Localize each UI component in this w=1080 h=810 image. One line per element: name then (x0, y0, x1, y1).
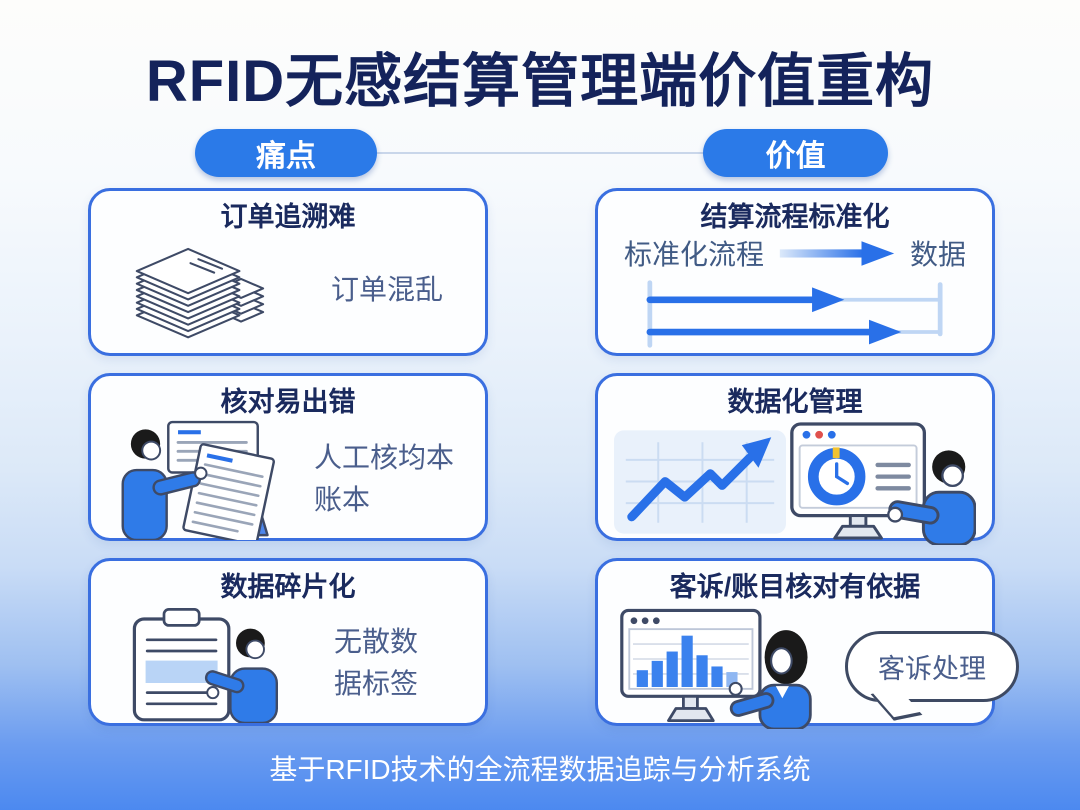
card-body: 标准化流程 数据 (614, 233, 976, 351)
speech-bubble: 客诉处理 (845, 630, 1019, 702)
clipboard-person-icon (120, 603, 288, 724)
card-body: 订单混乱 (93, 233, 483, 347)
card-title: 核对易出错 (220, 387, 356, 417)
card-title: 结算流程标准化 (700, 202, 890, 232)
caption-line: 人工核均本 (314, 442, 455, 474)
value-card-data-management: 数据化管理 (595, 373, 995, 546)
monitor-barchart-woman-icon (617, 603, 817, 730)
card-body: 人工核均本 账本 (100, 418, 476, 541)
caption-line: 据标签 (334, 668, 419, 700)
pain-card-manual-checking: 核对易出错 (88, 373, 488, 541)
timeline-arrows-icon (630, 277, 960, 351)
caption-text: 无散数 据标签 (334, 621, 418, 705)
value-card-standardized-process: 结算流程标准化 标准化流程 数据 (595, 188, 995, 356)
footer-caption: 基于RFID技术的全流程数据追踪与分析系统 (269, 754, 811, 785)
pain-pill: 痛点 (195, 129, 377, 177)
pill-connector-line (300, 152, 780, 154)
card-body: 无散数 据标签 (94, 603, 482, 724)
paper-stack-icon (121, 234, 271, 346)
caption-text: 订单混乱 (331, 274, 444, 306)
value-pill: 价值 (703, 129, 888, 177)
card-body (608, 418, 982, 546)
gradient-arrow-icon (778, 238, 896, 268)
pain-card-order-tracing: 订单追溯难 (88, 188, 488, 356)
bubble-label: 客诉处理 (878, 653, 986, 684)
page-title: RFID无感结算管理端价值重构 (145, 49, 935, 114)
card-title: 数据碎片化 (220, 572, 356, 602)
person-reviewing-documents-icon (114, 418, 286, 541)
trend-chart-icon (614, 430, 786, 534)
card-title: 数据化管理 (727, 387, 863, 417)
card-title: 客诉/账目核对有依据 (669, 572, 921, 602)
flow-from-label: 标准化流程 (623, 239, 764, 271)
card-body: 客诉处理 (611, 603, 1019, 730)
caption-line: 账本 (314, 484, 371, 516)
flow-row: 标准化流程 数据 (624, 233, 966, 273)
caption-line: 无散数 (334, 626, 419, 658)
value-card-complaint-evidence: 客诉/账目核对有依据 (595, 558, 1019, 730)
flow-to-label: 数据 (910, 239, 967, 271)
monitor-clock-person-icon (786, 418, 976, 546)
pain-card-data-fragmentation: 数据碎片化 (88, 558, 488, 726)
card-title: 订单追溯难 (220, 202, 356, 232)
caption-text: 人工核均本 账本 (314, 437, 454, 521)
